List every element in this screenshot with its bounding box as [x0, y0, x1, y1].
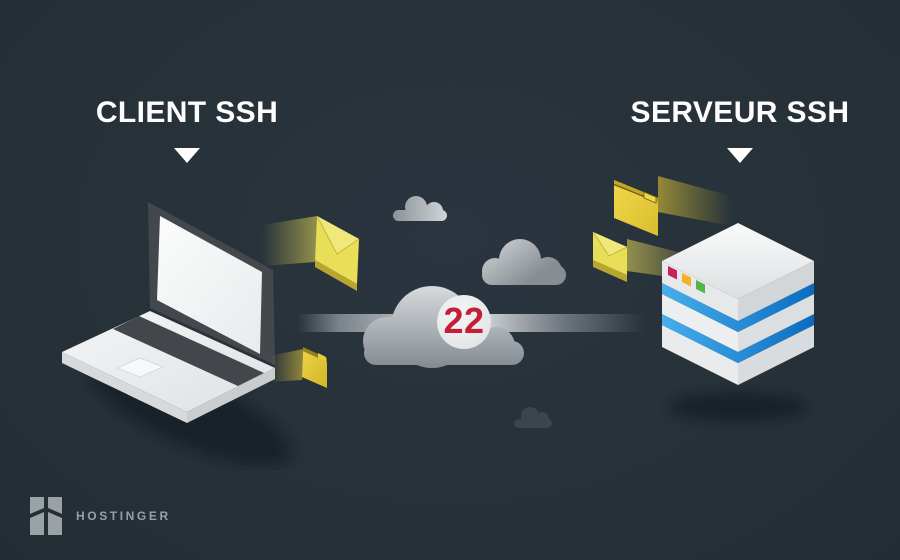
motion-trail [658, 176, 731, 226]
laptop-base-edge-right [187, 368, 275, 423]
status-light-green [696, 280, 705, 294]
down-arrow-icon [727, 148, 753, 163]
cloud-faint-icon [514, 407, 552, 428]
envelope-flap [316, 215, 360, 255]
server-blue-band [662, 314, 814, 363]
laptop-base-edge-left [62, 352, 187, 423]
status-light-red [668, 266, 677, 280]
folder-tab [643, 191, 657, 204]
motion-trail [270, 349, 303, 382]
server-stack-icon [662, 223, 814, 421]
envelope-edge [593, 260, 627, 282]
laptop-keyboard [113, 316, 264, 386]
server-slab [738, 294, 814, 352]
hostinger-logo-icon [30, 497, 62, 535]
cloud-large-icon [363, 286, 524, 368]
laptop-deck [62, 311, 275, 412]
port-number: 22 [443, 300, 485, 341]
port-badge [437, 295, 491, 349]
folder-front [302, 351, 327, 388]
server-blue-band [662, 283, 814, 332]
laptop-icon [62, 202, 290, 466]
laptop-trackpad [115, 357, 165, 378]
server-shadow [670, 393, 806, 421]
status-light-amber [682, 273, 691, 287]
server-slab [738, 261, 814, 321]
folder-client-icon [270, 347, 327, 388]
envelope-client-icon [262, 215, 360, 291]
envelope-edge [315, 260, 357, 291]
client-label: CLIENT SSH [95, 96, 279, 129]
server-slab [738, 325, 814, 385]
server-top-face [662, 223, 814, 299]
cloud-small-icon [393, 196, 447, 221]
laptop-screen [157, 216, 262, 354]
cloud-medium-icon [482, 239, 566, 285]
server-slab [662, 325, 738, 385]
motion-trail [262, 216, 317, 266]
down-arrow-icon [174, 148, 200, 163]
server-slab [662, 294, 738, 352]
server-label: SERVEUR SSH [630, 96, 850, 129]
envelope-flap [592, 231, 628, 257]
brand-name: HOSTINGER [76, 509, 171, 523]
folder-slit [613, 183, 645, 198]
folder-server-icon [613, 176, 731, 236]
folder-tab [318, 353, 326, 362]
